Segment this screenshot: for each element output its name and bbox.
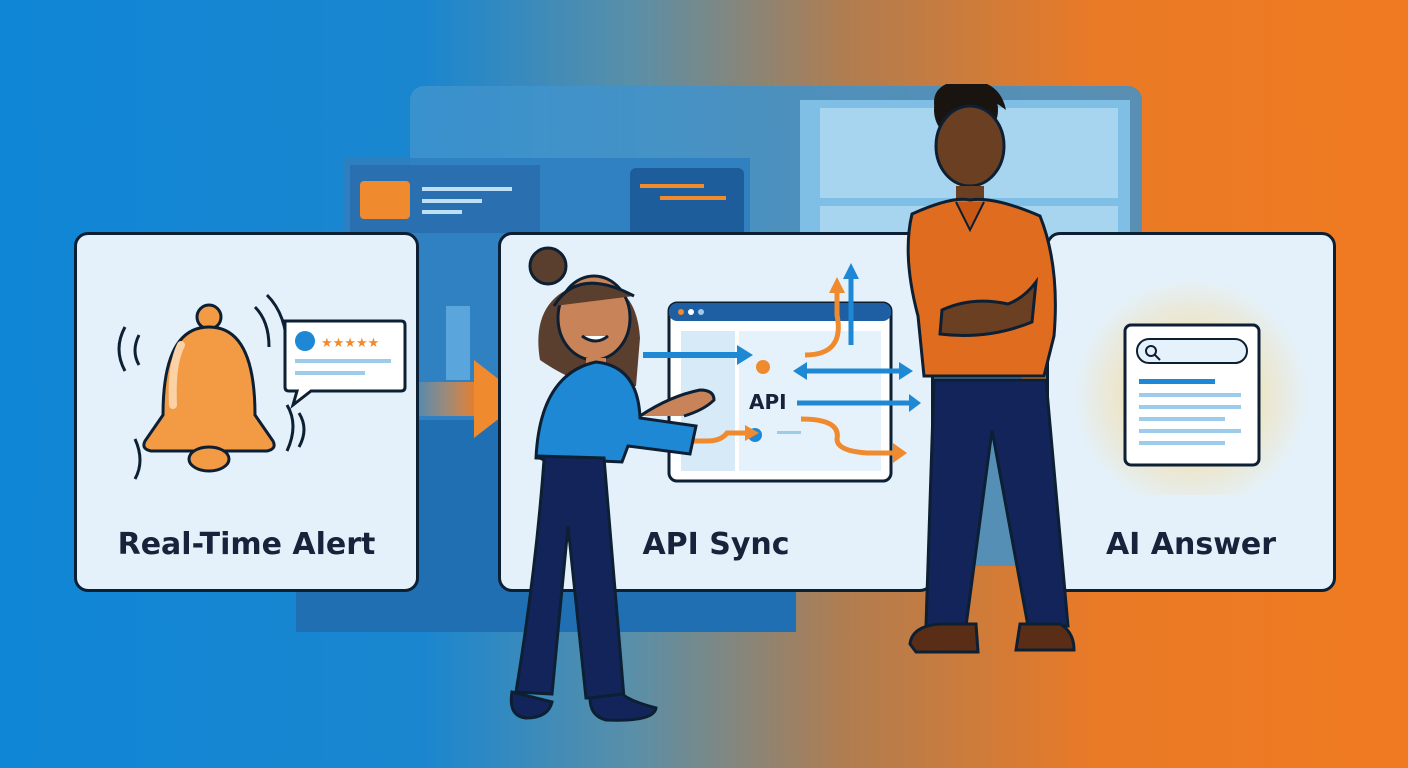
- card-real-time-alert: ★★★★★ Real-Time Alert: [74, 232, 419, 592]
- bell-icon: [117, 293, 306, 480]
- api-label: API: [749, 390, 787, 414]
- svg-text:★★★★★: ★★★★★: [321, 336, 379, 351]
- card-label-api-sync: API Sync: [642, 527, 790, 562]
- review-bubble: ★★★★★: [283, 319, 407, 410]
- man-figure: [906, 84, 1076, 654]
- card-api-sync: API API Sync: [498, 232, 934, 592]
- card-label-real-time-alert: Real-Time Alert: [117, 527, 376, 562]
- woman-figure: [509, 246, 716, 722]
- search-result-icon: [1073, 277, 1309, 495]
- card-ai-answer: AI Answer: [1046, 232, 1336, 592]
- api-window-icon: API: [643, 263, 921, 483]
- card-label-ai-answer: AI Answer: [1105, 527, 1277, 562]
